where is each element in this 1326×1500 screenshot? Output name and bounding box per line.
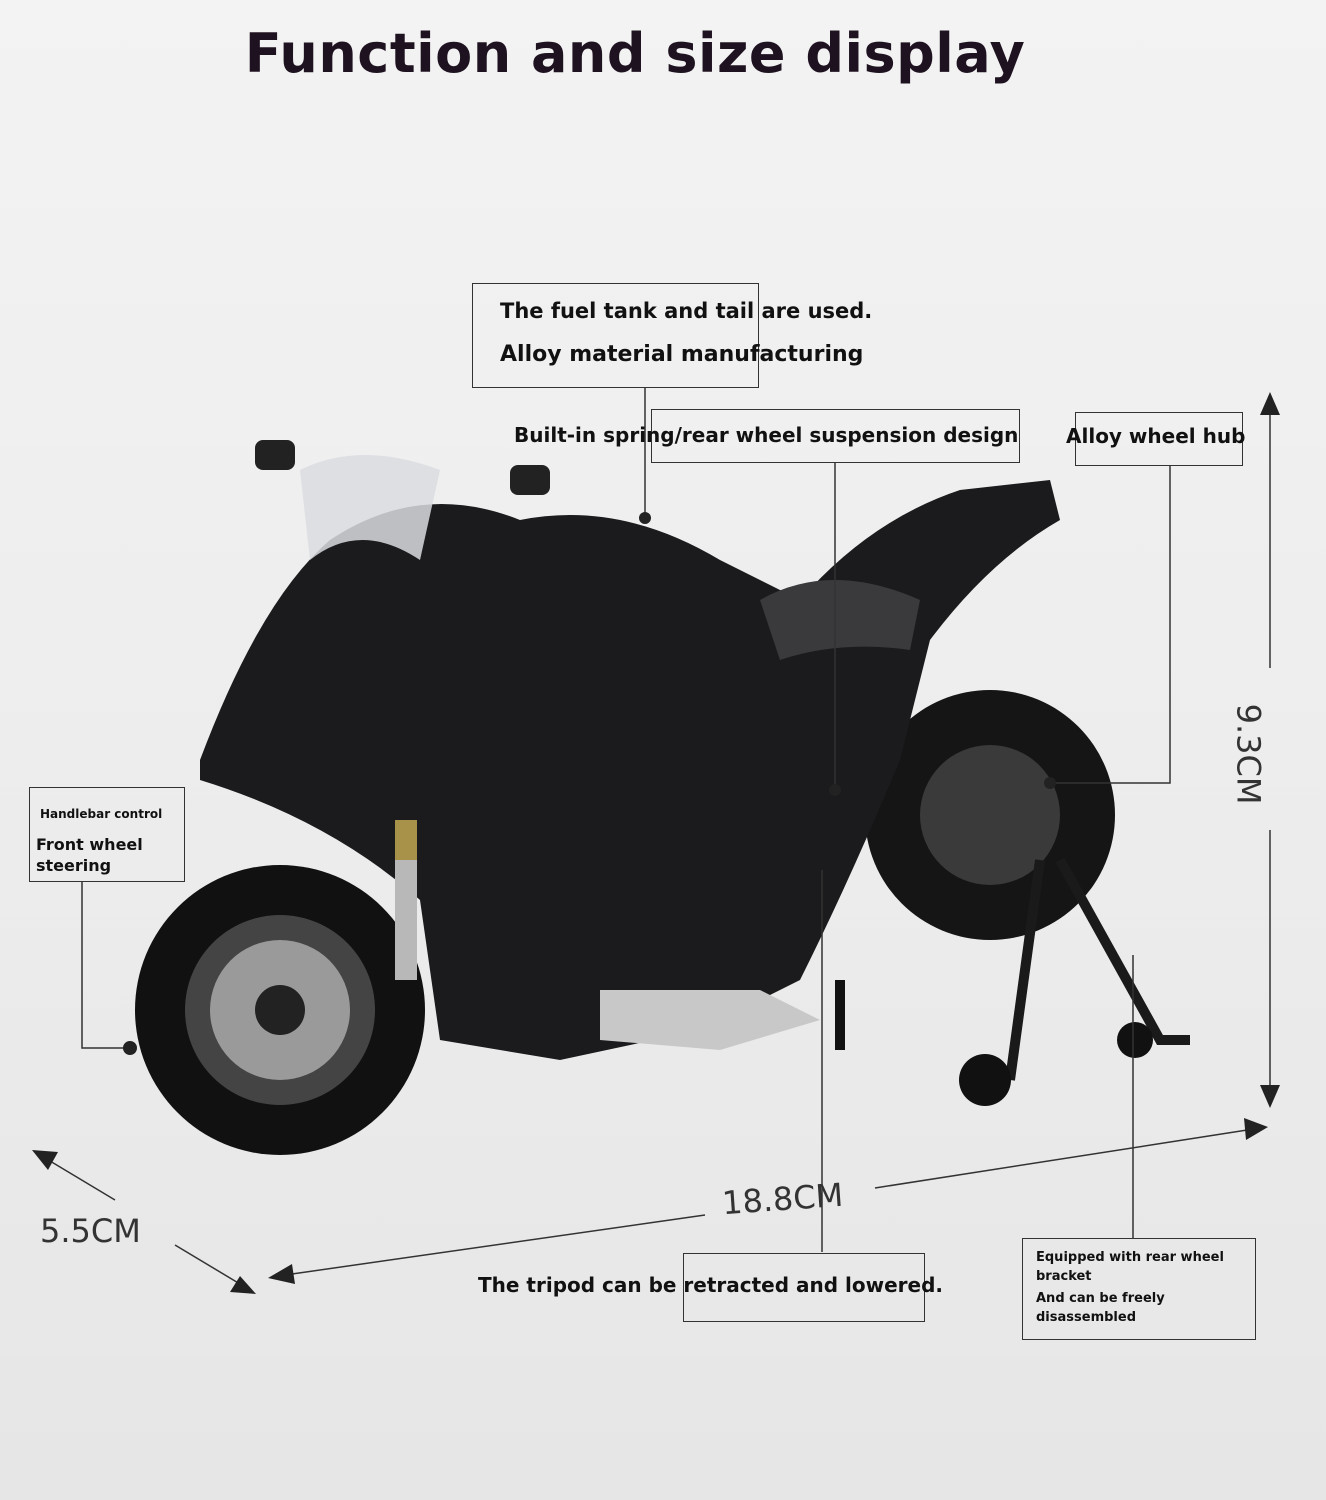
- handlebar-callout-line3: steering: [36, 856, 112, 875]
- fuel-tank-callout-box: [472, 283, 759, 388]
- dots-and-arrowheads: [32, 392, 1280, 1294]
- handlebar-callout-box: [29, 787, 185, 882]
- suspension-callout-box: [651, 409, 1020, 463]
- bracket-callout-line1: Equipped with rear wheel: [1036, 1250, 1224, 1265]
- fuel-tank-callout-line2: Alloy material manufacturing: [500, 342, 864, 367]
- bracket-callout-box: [1022, 1238, 1256, 1340]
- motorcycle-model: [135, 440, 1190, 1155]
- bracket-callout-line2: bracket: [1036, 1269, 1092, 1284]
- wheel-hub-callout: Alloy wheel hub: [1066, 424, 1246, 448]
- wheel-hub-callout-box: [1075, 412, 1243, 466]
- height-dimension: 9.3CM: [1229, 703, 1268, 805]
- tripod-callout: The tripod can be retracted and lowered.: [478, 1273, 944, 1297]
- fuel-tank-callout-line1: The fuel tank and tail are used.: [500, 299, 873, 323]
- tripod-callout-box: [683, 1253, 925, 1322]
- page-title: Function and size display: [244, 22, 1026, 85]
- leader-lines: [39, 387, 1271, 1291]
- suspension-callout: Built-in spring/rear wheel suspension de…: [514, 423, 1019, 447]
- handlebar-callout-line2: Front wheel: [36, 835, 143, 854]
- handlebar-callout-line1: Handlebar control: [40, 807, 163, 821]
- bracket-callout-line3: And can be freely: [1036, 1291, 1165, 1306]
- width-dimension: 5.5CM: [40, 1212, 141, 1250]
- bracket-callout-line4: disassembled: [1036, 1310, 1136, 1325]
